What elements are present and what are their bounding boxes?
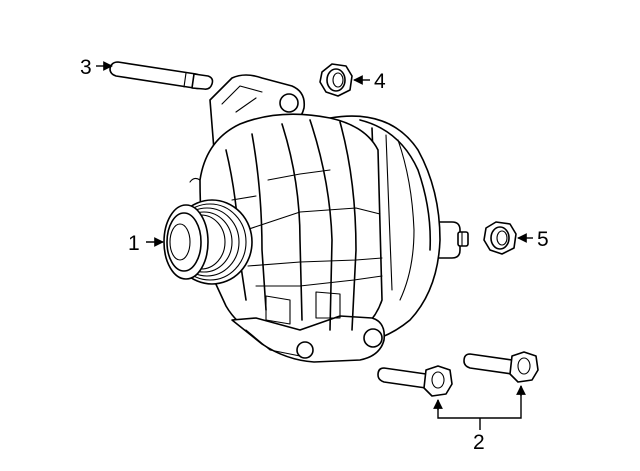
alternator-lower-mount	[231, 315, 386, 363]
mounting-bolt-right	[463, 351, 539, 383]
callout-3: 3	[80, 56, 92, 79]
flange-nut-rear	[483, 221, 517, 255]
alternator-pulley	[163, 199, 253, 285]
leader-2	[433, 385, 526, 430]
alternator-rear-stud	[435, 221, 469, 259]
alternator	[163, 74, 469, 363]
callout-2: 2	[473, 431, 485, 454]
callout-5: 5	[537, 228, 549, 251]
callout-4: 4	[374, 70, 386, 93]
stud-bolt	[109, 61, 214, 90]
flange-nut-upper	[319, 63, 353, 97]
callout-1: 1	[128, 232, 140, 255]
mounting-bolt-left	[377, 365, 453, 397]
